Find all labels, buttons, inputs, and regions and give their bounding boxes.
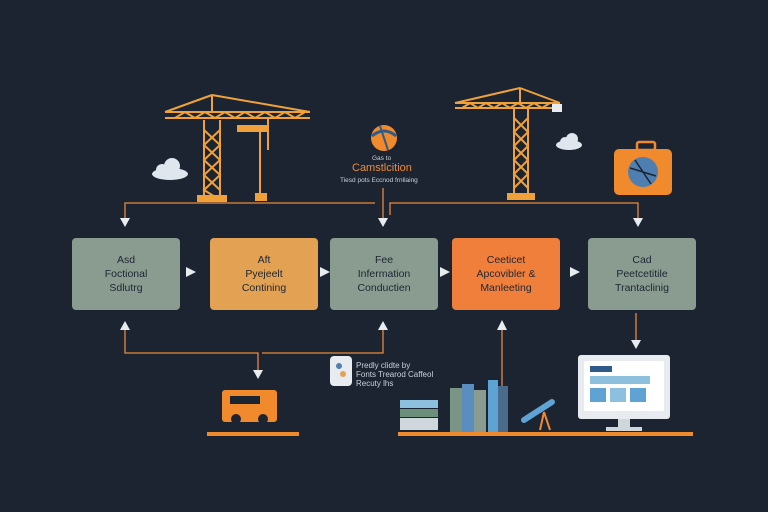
connector-bottom-left bbox=[124, 330, 259, 372]
globe-label: Gas to bbox=[372, 155, 392, 162]
flow-box-1-line-1: Asd bbox=[116, 254, 136, 266]
flow-box-5-line-3: Trantaclinig bbox=[615, 282, 669, 294]
flow-box-5-line-1: Cad bbox=[632, 254, 652, 266]
arrow-up-2 bbox=[378, 321, 388, 330]
flow-box-4: Ceeticet Apcovibler & Manleeting bbox=[452, 238, 560, 310]
arrowheads bbox=[120, 218, 643, 379]
telescope-icon bbox=[521, 399, 555, 431]
flow-box-1-line-3: Sdlutrg bbox=[109, 282, 143, 294]
note-text: Predly clidte by Fonts Trearod Caffeol R… bbox=[356, 361, 433, 388]
flow-box-3-line-1: Fee bbox=[374, 254, 394, 266]
flow-box-5: Cad Peetcetitile Trantaclinig bbox=[588, 238, 696, 310]
flow-box-2-line-2: Pyejeelt bbox=[245, 268, 283, 280]
flow-box-3-line-2: Infermation bbox=[357, 268, 411, 280]
note-line-2: Fonts Trearod Caffeol bbox=[356, 370, 434, 379]
connector-bottom-center bbox=[262, 330, 384, 354]
arrow-right-4 bbox=[570, 267, 580, 277]
phone-icon bbox=[330, 356, 352, 386]
connectors bbox=[124, 188, 639, 410]
arrow-down-2 bbox=[378, 218, 388, 227]
flow-box-2-line-3: Contining bbox=[241, 282, 287, 294]
flow-box-4-line-2: Apcovibler & bbox=[476, 268, 536, 280]
flow-box-2-line-1: Aft bbox=[257, 254, 271, 266]
flow-box-2: Aft Pyejeelt Contining bbox=[210, 238, 318, 310]
arrow-up-1 bbox=[120, 321, 130, 330]
diagram-title: Camstlcition bbox=[352, 162, 412, 174]
arrow-down-3 bbox=[633, 218, 643, 227]
arrow-right-3 bbox=[440, 267, 450, 277]
arrow-up-3 bbox=[497, 320, 507, 330]
arrow-right-1 bbox=[186, 267, 196, 277]
crane-icon bbox=[164, 94, 311, 202]
cloud-icon bbox=[556, 133, 582, 150]
crane-icon bbox=[454, 87, 562, 200]
connector-top-right bbox=[389, 202, 639, 220]
briefcase-icon bbox=[614, 140, 672, 195]
flow-box-4-line-3: Manleeting bbox=[480, 282, 532, 294]
flow-box-3-line-3: Conductien bbox=[357, 282, 411, 294]
flow-box-3: Fee Infermation Conductien bbox=[330, 238, 438, 310]
monitor-icon bbox=[578, 355, 670, 431]
flow-box-5-line-2: Peetcetitile bbox=[616, 268, 668, 280]
note-line-3: Recuty lhs bbox=[356, 379, 394, 388]
globe-icon bbox=[371, 125, 397, 151]
arrow-down-4 bbox=[253, 370, 263, 379]
books-icon bbox=[398, 380, 693, 436]
flow-box-1: Asd Foctional Sdlutrg bbox=[72, 238, 180, 310]
flow-box-1-line-2: Foctional bbox=[104, 268, 148, 280]
arrow-right-2 bbox=[320, 267, 330, 277]
flow-box-4-line-1: Ceeticet bbox=[486, 254, 526, 266]
arrow-down-5 bbox=[631, 340, 641, 349]
cloud-icon bbox=[152, 158, 188, 180]
truck-icon bbox=[207, 390, 299, 436]
diagram-subtitle: Tiesd pots Eccnod frnllaing bbox=[340, 177, 418, 184]
arrow-down-1 bbox=[120, 218, 130, 227]
note-line-1: Predly clidte by bbox=[356, 361, 411, 370]
connector-top-left bbox=[124, 202, 375, 220]
